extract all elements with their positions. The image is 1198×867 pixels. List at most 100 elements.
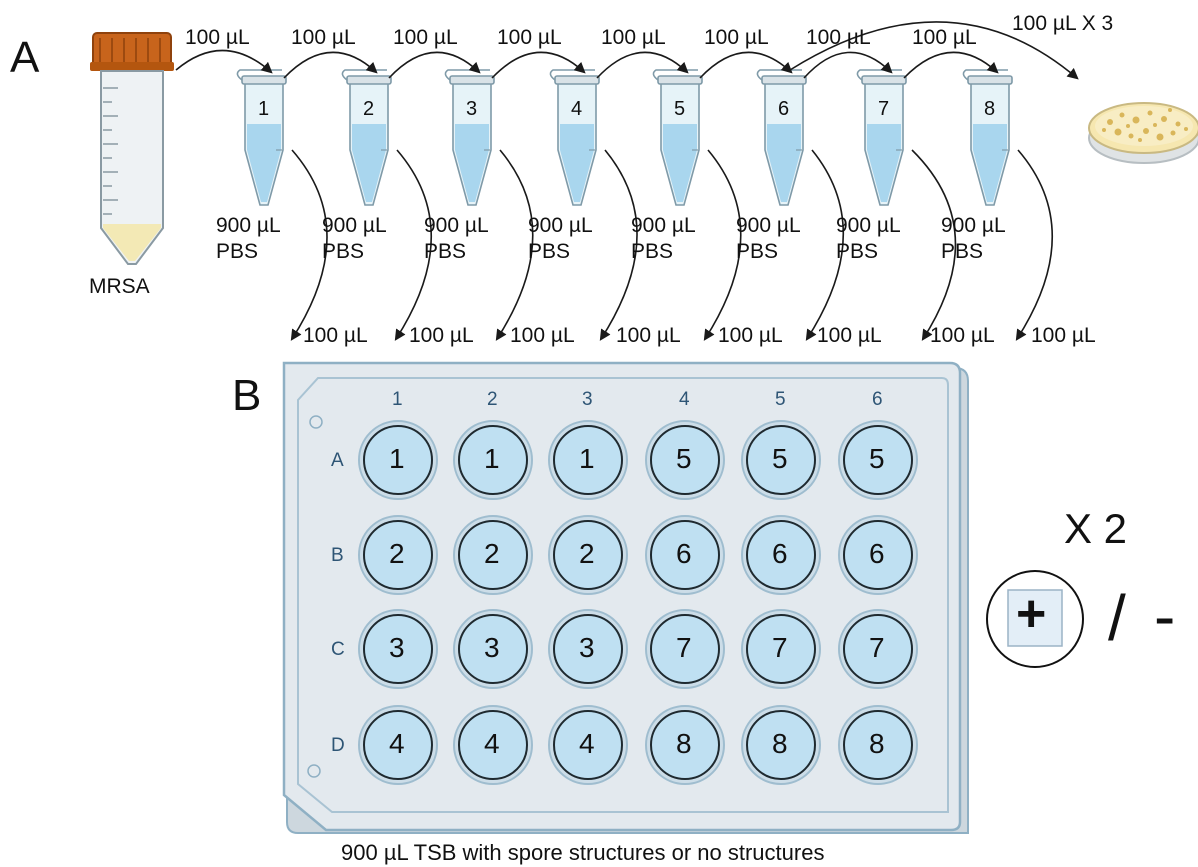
- transfer-arrow: [699, 51, 793, 79]
- well-label: 5: [676, 443, 692, 474]
- well: [358, 515, 438, 595]
- tube-buffer: PBS: [322, 240, 365, 263]
- well-label: 7: [869, 632, 885, 663]
- well: [741, 705, 821, 785]
- plate-transfer-label: 100 µL: [817, 324, 882, 347]
- well: [645, 420, 725, 500]
- tube-number: 8: [984, 98, 996, 120]
- well-label: 4: [389, 728, 405, 759]
- well: [453, 515, 533, 595]
- well: [358, 705, 438, 785]
- tube-2-icon: [341, 69, 392, 206]
- tube-buffer: PBS: [836, 240, 879, 263]
- plate-notch-top: [309, 415, 323, 429]
- plate-transfer-label: 100 µL: [718, 324, 783, 347]
- transfer-label: 100 µL: [393, 26, 458, 49]
- tube-1-icon: [236, 69, 287, 206]
- well-label: 7: [772, 632, 788, 663]
- well-label: 3: [484, 632, 500, 663]
- transfer-arrow: [175, 49, 273, 74]
- plate-caption: 900 µL TSB with spore structures or no s…: [341, 840, 825, 865]
- well: [838, 515, 918, 595]
- tube-buffer: PBS: [631, 240, 674, 263]
- plate-transfer-arrow: [1015, 149, 1053, 341]
- plate-transfer-arrow: [805, 149, 845, 341]
- plate-row-label: A: [331, 450, 344, 471]
- well-label: 6: [772, 538, 788, 569]
- well-label: 6: [869, 538, 885, 569]
- plate-row-label: D: [331, 735, 345, 756]
- plate-transfer-label: 100 µL: [303, 324, 368, 347]
- well: [358, 420, 438, 500]
- positive-control-sign: +: [1016, 585, 1047, 643]
- tube-volume: 900 µL: [941, 214, 1006, 237]
- well: [645, 609, 725, 689]
- well: [548, 515, 628, 595]
- well-label: 1: [484, 443, 500, 474]
- plating-arrow: [789, 21, 1079, 80]
- tube-buffer: PBS: [736, 240, 779, 263]
- tube-number: 7: [878, 98, 890, 120]
- transfer-label: 100 µL: [704, 26, 769, 49]
- well: [453, 705, 533, 785]
- transfer-label: 100 µL: [497, 26, 562, 49]
- transfer-label: 100 µL: [291, 26, 356, 49]
- well-label: 8: [869, 728, 885, 759]
- plate-column-label: 3: [582, 389, 593, 410]
- well: [548, 705, 628, 785]
- well: [358, 609, 438, 689]
- tube-volume: 900 µL: [424, 214, 489, 237]
- tube-buffer: PBS: [424, 240, 467, 263]
- plate-transfer-arrow: [599, 149, 638, 341]
- transfer-label: 100 µL: [601, 26, 666, 49]
- tube-volume: 900 µL: [631, 214, 696, 237]
- well: [548, 420, 628, 500]
- tube-number: 4: [571, 98, 583, 120]
- tube-number: 2: [363, 98, 375, 120]
- replicates-label: X 2: [1064, 505, 1128, 552]
- well: [453, 420, 533, 500]
- well-label: 6: [676, 538, 692, 569]
- well-label: 1: [389, 443, 405, 474]
- plate-transfer-label: 100 µL: [1031, 324, 1096, 347]
- plate-transfer-label: 100 µL: [930, 324, 995, 347]
- tube-volume: 900 µL: [216, 214, 281, 237]
- positive-control-icon: [986, 570, 1084, 668]
- negative-control-sign: -: [1154, 580, 1176, 652]
- plate-transfer-arrow: [703, 149, 742, 341]
- stock-tube-icon: [90, 32, 174, 265]
- tube-volume: 900 µL: [736, 214, 801, 237]
- plate-transfer-label: 100 µL: [409, 324, 474, 347]
- well: [741, 420, 821, 500]
- well-label: 4: [484, 728, 500, 759]
- plate-transfer-arrow: [290, 149, 328, 341]
- well: [741, 515, 821, 595]
- well-label: 4: [579, 728, 595, 759]
- tube-buffer: PBS: [528, 240, 571, 263]
- plate-transfer-arrow: [394, 149, 432, 341]
- tube-number: 6: [778, 98, 790, 120]
- tube-number: 1: [258, 98, 270, 120]
- plate-transfer-arrow: [911, 149, 957, 341]
- plate-column-label: 5: [775, 389, 786, 410]
- well: [838, 609, 918, 689]
- tube-buffer: PBS: [941, 240, 984, 263]
- well-label: 8: [676, 728, 692, 759]
- tube-volume: 900 µL: [528, 214, 593, 237]
- well-label: 3: [389, 632, 405, 663]
- well-label: 2: [579, 538, 595, 569]
- tube-volume: 900 µL: [322, 214, 387, 237]
- tube-number: 3: [466, 98, 478, 120]
- well-label: 2: [484, 538, 500, 569]
- transfer-label: 100 µL: [806, 26, 871, 49]
- tube-6-icon: [756, 69, 807, 206]
- plate-notch-bottom: [307, 764, 321, 778]
- well-label: 2: [389, 538, 405, 569]
- well: [645, 515, 725, 595]
- plate-transfer-label: 100 µL: [616, 324, 681, 347]
- tube-4-icon: [549, 69, 600, 206]
- plating-label: 100 µL X 3: [1012, 12, 1114, 35]
- well: [741, 609, 821, 689]
- tube-3-icon: [444, 69, 495, 206]
